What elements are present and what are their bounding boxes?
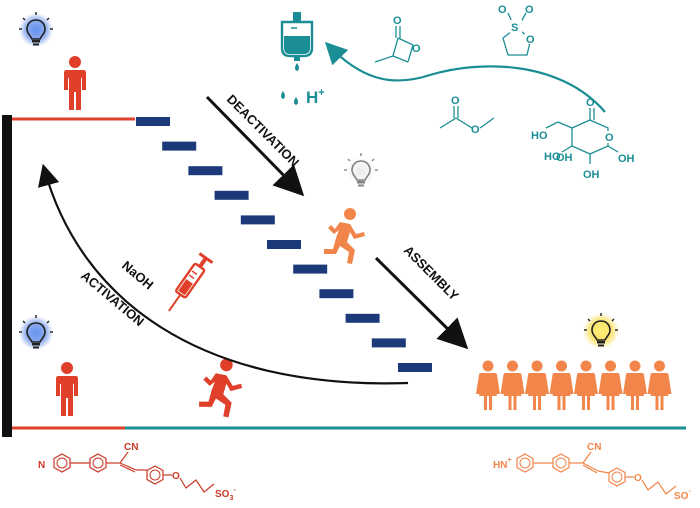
assembly-arrow bbox=[374, 256, 469, 350]
acetate-structure bbox=[439, 106, 495, 129]
sugar-oh-4: OH bbox=[618, 153, 635, 165]
acetate-o1: O bbox=[451, 95, 460, 107]
sugar-oh-3: OH bbox=[583, 169, 600, 181]
left-molecule-o: O bbox=[172, 471, 180, 482]
assembly-person-icon bbox=[574, 360, 598, 410]
assembly-crowd bbox=[476, 360, 672, 410]
lactone-structure bbox=[374, 26, 414, 63]
sugar-oh-2: HO bbox=[544, 151, 561, 163]
assembly-person-icon bbox=[476, 360, 500, 410]
left-molecule-structure bbox=[53, 451, 215, 493]
sultone-o-ring: O bbox=[526, 34, 535, 46]
assembly-label: ASSEMBLY bbox=[401, 243, 462, 304]
staircase bbox=[136, 117, 432, 372]
stair-step bbox=[214, 190, 249, 200]
stair-step bbox=[319, 289, 354, 299]
right-molecule-cn: CN bbox=[587, 442, 601, 453]
syringe-icon bbox=[168, 252, 214, 312]
stair-step bbox=[371, 338, 406, 348]
sultone-s: S bbox=[511, 22, 518, 34]
sugar-o-ring: O bbox=[605, 132, 614, 144]
activation-arrow bbox=[38, 163, 409, 385]
runner-icon-stairs bbox=[324, 208, 365, 264]
left-molecule-so3: SO3- bbox=[215, 487, 236, 502]
left-molecule-n: N bbox=[38, 460, 45, 471]
stair-step bbox=[188, 166, 223, 176]
stair-step bbox=[345, 313, 380, 323]
bulb-icon-bottom-blue bbox=[18, 314, 54, 350]
naoh-label: NaOH bbox=[119, 258, 156, 293]
stair-step bbox=[293, 264, 328, 274]
right-molecule-structure bbox=[516, 451, 677, 495]
stair-step bbox=[136, 117, 170, 126]
stair-step bbox=[267, 240, 301, 249]
assembly-person-icon bbox=[647, 360, 672, 410]
left-molecule-cn: CN bbox=[124, 442, 138, 453]
stair-step bbox=[162, 141, 197, 151]
bulb-icon-top-blue bbox=[18, 11, 54, 47]
runner-icon-floor bbox=[199, 358, 243, 418]
person-icon-bottom bbox=[56, 362, 78, 416]
teal-wave-arrow bbox=[324, 41, 606, 113]
lactone-o-carbonyl: O bbox=[393, 15, 402, 27]
deactivation-label: DEACTIVATION bbox=[224, 92, 302, 170]
sugar-oh-5: OH bbox=[556, 152, 573, 164]
stair-step bbox=[240, 215, 275, 225]
glucono-lactone-structure bbox=[545, 108, 619, 164]
proton-label: H+ bbox=[306, 87, 325, 107]
bulb-icon-yellow bbox=[583, 312, 619, 349]
lactone-o-ring: O bbox=[412, 43, 421, 55]
right-molecule-so3: SO- bbox=[674, 488, 691, 502]
assembly-person-icon bbox=[525, 360, 549, 410]
stair-step bbox=[398, 363, 432, 372]
right-molecule-nh: HN+ bbox=[493, 457, 512, 471]
assembly-person-icon bbox=[549, 360, 574, 410]
sultone-o1: O bbox=[498, 4, 507, 16]
sugar-oh-1: HO bbox=[531, 130, 548, 142]
assembly-person-icon bbox=[623, 360, 647, 410]
right-molecule-o: O bbox=[634, 473, 642, 484]
sugar-o-carbonyl: O bbox=[586, 97, 595, 109]
acetate-o2: O bbox=[471, 124, 480, 136]
sultone-o2: O bbox=[525, 4, 534, 16]
iv-bag-icon bbox=[280, 12, 314, 105]
assembly-person-icon bbox=[500, 360, 525, 410]
bulb-icon-grey bbox=[343, 152, 379, 188]
left-wall bbox=[2, 115, 12, 437]
person-icon-top bbox=[64, 56, 86, 110]
deactivation-arrow bbox=[205, 95, 305, 197]
assembly-person-icon bbox=[598, 360, 623, 410]
